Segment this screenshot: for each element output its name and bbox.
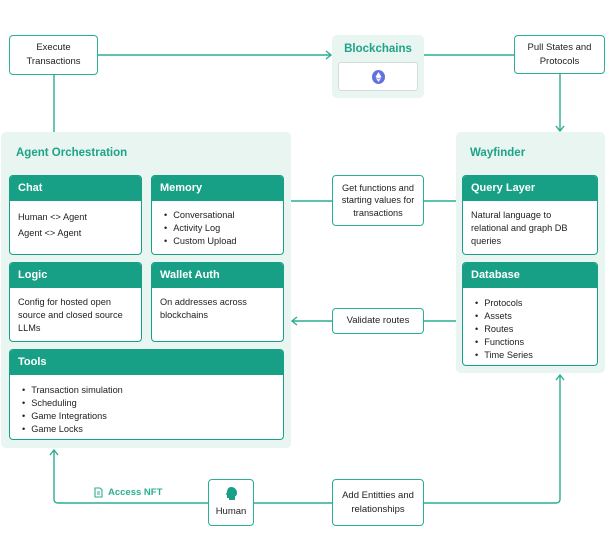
- wallet-auth-text: On addresses across blockchains: [160, 297, 247, 320]
- ethereum-icon: [372, 70, 385, 84]
- add-entities-label: Add Entitties and relationships: [342, 489, 414, 515]
- memory-item: Conversational: [164, 209, 275, 222]
- chat-title: Chat: [10, 176, 141, 201]
- execute-transactions-box: Execute Transactions: [9, 35, 98, 75]
- query-layer-title: Query Layer: [463, 176, 597, 201]
- arrow-head: [49, 448, 59, 456]
- database-item: Routes: [475, 323, 589, 336]
- logic-card: Logic Config for hosted open source and …: [9, 262, 142, 342]
- arrow-head: [325, 50, 333, 60]
- blockchain-list: [338, 62, 418, 91]
- database-card: Database ProtocolsAssetsRoutesFunctionsT…: [462, 262, 598, 366]
- database-item: Protocols: [475, 297, 589, 310]
- query-layer-card: Query Layer Natural language to relation…: [462, 175, 598, 255]
- get-functions-label: Get functions and starting values for tr…: [341, 182, 415, 218]
- access-nft-text: Access NFT: [108, 487, 163, 498]
- logic-text: Config for hosted open source and closed…: [18, 297, 123, 333]
- arrow-head: [290, 316, 298, 326]
- validate-routes-box: Validate routes: [332, 308, 424, 334]
- tools-title: Tools: [10, 350, 283, 375]
- wallet-auth-title: Wallet Auth: [152, 263, 283, 288]
- arrow-head: [555, 125, 565, 133]
- arrow-head: [555, 373, 565, 381]
- memory-title: Memory: [152, 176, 283, 201]
- tools-item: Game Integrations: [22, 410, 275, 423]
- agent-orchestration-title: Agent Orchestration: [16, 147, 128, 159]
- execute-transactions-label: Execute Transactions: [26, 42, 81, 67]
- document-icon: [94, 487, 103, 498]
- get-functions-box: Get functions and starting values for tr…: [332, 175, 424, 226]
- chat-line: Human <> Agent: [18, 212, 87, 222]
- human-to-agent-line: [53, 450, 208, 504]
- tools-item: Scheduling: [22, 397, 275, 410]
- blockchains-title: Blockchains: [344, 43, 412, 55]
- database-item: Functions: [475, 336, 589, 349]
- pull-states-box: Pull States and Protocols: [514, 35, 605, 74]
- human-box: Human: [208, 479, 254, 526]
- human-head-icon: [225, 487, 237, 501]
- memory-item: Custom Upload: [164, 235, 275, 248]
- wayfinder-title: Wayfinder: [470, 147, 526, 159]
- human-to-wayfinder-line: [254, 375, 561, 504]
- wallet-auth-card: Wallet Auth On addresses across blockcha…: [151, 262, 284, 342]
- memory-card: Memory ConversationalActivity LogCustom …: [151, 175, 284, 255]
- blockchains-panel: Blockchains: [332, 35, 424, 98]
- tools-item: Transaction simulation: [22, 384, 275, 397]
- database-item: Assets: [475, 310, 589, 323]
- database-title: Database: [463, 263, 597, 288]
- validate-routes-label: Validate routes: [346, 315, 410, 327]
- add-entities-box: Add Entitties and relationships: [332, 479, 424, 526]
- chat-line: Agent <> Agent: [18, 228, 82, 239]
- database-item: Time Series: [475, 349, 589, 362]
- logic-title: Logic: [10, 263, 141, 288]
- memory-item: Activity Log: [164, 222, 275, 235]
- tools-item: Game Locks: [22, 423, 275, 436]
- access-nft-label: Access NFT: [94, 487, 162, 498]
- pull-states-label: Pull States and Protocols: [527, 41, 592, 67]
- query-layer-text: Natural language to relational and graph…: [471, 210, 568, 246]
- human-label: Human: [215, 506, 247, 518]
- tools-card: Tools Transaction simulationSchedulingGa…: [9, 349, 284, 440]
